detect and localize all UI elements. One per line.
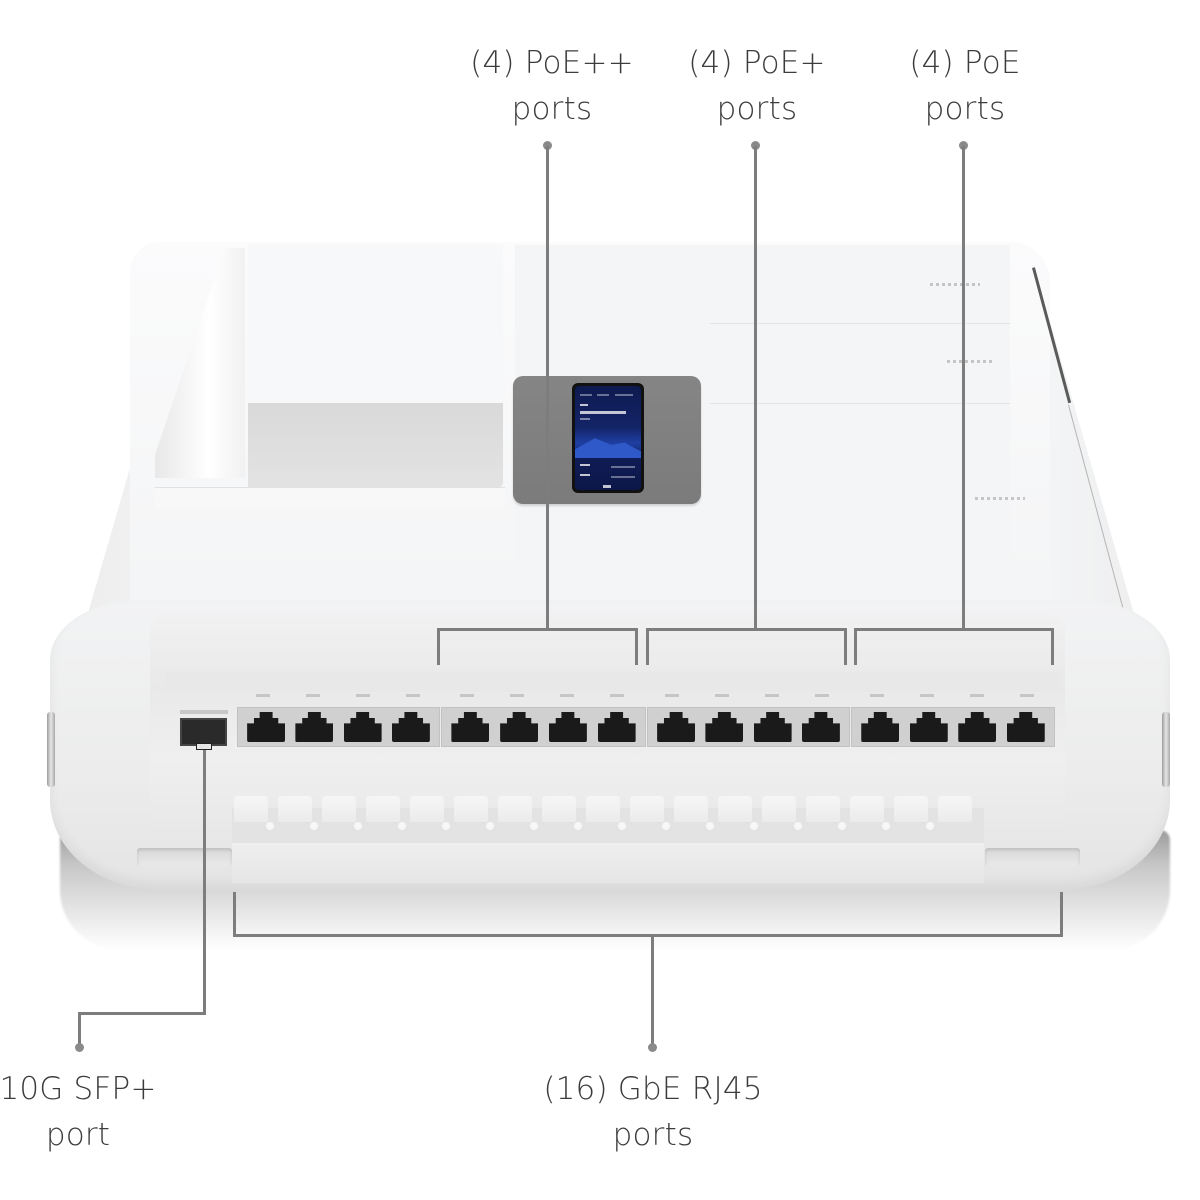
port-group-1 xyxy=(237,707,440,747)
label-poe: (4) PoE ports xyxy=(885,40,1045,132)
touchscreen-display[interactable] xyxy=(572,383,644,493)
label-poe-plus-plus-line1: (4) PoE++ xyxy=(470,45,634,81)
label-poe-line1: (4) PoE xyxy=(909,45,1021,81)
bracket-poe-left xyxy=(854,628,857,665)
device-recess xyxy=(248,403,503,488)
label-poe-plus: (4) PoE+ ports xyxy=(672,40,842,132)
label-poe-line2: ports xyxy=(924,91,1006,127)
panel-label-text xyxy=(930,283,980,286)
rj45-port-9[interactable] xyxy=(657,712,696,742)
bracket-poe-plus-plus xyxy=(437,628,638,631)
callout-line-sfp-vertical xyxy=(203,750,206,1014)
bracket-gbe-right xyxy=(1060,892,1063,937)
callout-dot-poe xyxy=(959,141,968,150)
device-ledge xyxy=(155,487,505,509)
bracket-poe xyxy=(854,628,1054,631)
rj45-port-3[interactable] xyxy=(343,712,382,742)
label-gbe-line1: (16) GbE RJ45 xyxy=(543,1071,763,1107)
rj45-port-5[interactable] xyxy=(451,712,490,742)
bracket-poe-plus xyxy=(646,628,847,631)
bracket-gbe-left xyxy=(233,892,236,937)
panel-divider xyxy=(710,403,1010,404)
right-foot xyxy=(985,848,1080,866)
rj45-port-10[interactable] xyxy=(705,712,744,742)
label-sfp: 10G SFP+ port xyxy=(0,1066,168,1158)
rj45-port-2[interactable] xyxy=(295,712,334,742)
rj45-port-11[interactable] xyxy=(753,712,792,742)
display-graph xyxy=(575,438,641,458)
panel-label-text xyxy=(947,360,992,363)
port-group-poe-plus-plus xyxy=(441,707,646,747)
label-sfp-line2: port xyxy=(45,1117,111,1153)
label-poe-plus-line1: (4) PoE+ xyxy=(688,45,826,81)
display-screen xyxy=(575,386,641,490)
label-poe-plus-line2: ports xyxy=(716,91,798,127)
rj45-port-4[interactable] xyxy=(391,712,430,742)
port-group-poe xyxy=(851,707,1055,747)
callout-line-sfp-drop xyxy=(78,1012,81,1046)
callout-line-poe xyxy=(962,146,965,630)
label-gbe-line2: ports xyxy=(612,1117,694,1153)
rj45-port-13[interactable] xyxy=(861,712,900,742)
rj45-port-1[interactable] xyxy=(247,712,286,742)
label-poe-plus-plus: (4) PoE++ ports xyxy=(462,40,642,132)
device-upper-panel xyxy=(248,245,503,403)
left-foot xyxy=(137,848,232,866)
bracket-poe-plus-right xyxy=(844,628,847,665)
bracket-gbe xyxy=(233,934,1063,937)
right-side-accent xyxy=(1162,712,1170,787)
port-group-poe-plus xyxy=(647,707,850,747)
callout-dot-sfp xyxy=(75,1043,84,1052)
sfp-latch xyxy=(196,743,212,750)
panel-label-text xyxy=(975,497,1025,500)
label-sfp-line1: 10G SFP+ xyxy=(0,1071,157,1107)
bracket-poe-plus-left xyxy=(646,628,649,665)
rj45-port-14[interactable] xyxy=(909,712,948,742)
bracket-poe-plus-plus-right xyxy=(635,628,638,665)
rj45-port-15[interactable] xyxy=(958,712,997,742)
device-front-lip xyxy=(232,843,984,883)
callout-line-poe-plus-plus xyxy=(546,146,549,630)
callout-dot-gbe xyxy=(648,1043,657,1052)
rj45-port-16[interactable] xyxy=(1006,712,1045,742)
bracket-poe-right xyxy=(1051,628,1054,665)
callout-dot-poe-plus-plus xyxy=(543,141,552,150)
rj45-port-12[interactable] xyxy=(801,712,840,742)
rj45-port-6[interactable] xyxy=(500,712,539,742)
label-gbe: (16) GbE RJ45 ports xyxy=(522,1066,784,1158)
callout-dot-poe-plus xyxy=(751,141,760,150)
rj45-port-8[interactable] xyxy=(597,712,636,742)
panel-divider xyxy=(710,323,1010,324)
left-side-accent xyxy=(47,712,55,787)
callout-line-sfp-horizontal xyxy=(78,1012,206,1015)
sfp-label xyxy=(180,710,228,714)
label-poe-plus-plus-line2: ports xyxy=(511,91,593,127)
bracket-poe-plus-plus-left xyxy=(437,628,440,665)
sfp-port[interactable] xyxy=(180,718,227,746)
port-bay-strip xyxy=(165,672,1060,692)
callout-line-gbe xyxy=(651,934,654,1046)
rj45-port-7[interactable] xyxy=(548,712,587,742)
callout-line-poe-plus xyxy=(754,146,757,630)
